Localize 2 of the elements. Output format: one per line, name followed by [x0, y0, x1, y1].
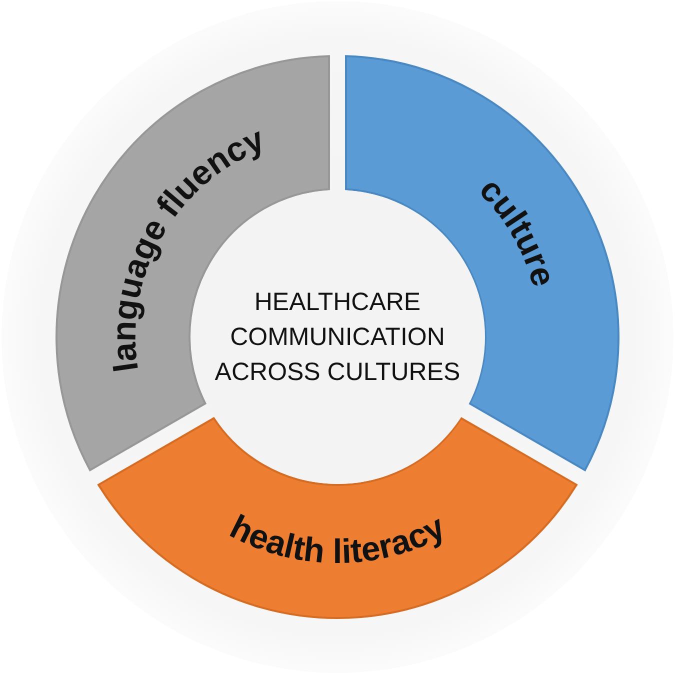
center-title: HEALTHCARE COMMUNICATION ACROSS CULTURES: [214, 286, 462, 388]
segment-label: health literacy: [224, 508, 451, 571]
